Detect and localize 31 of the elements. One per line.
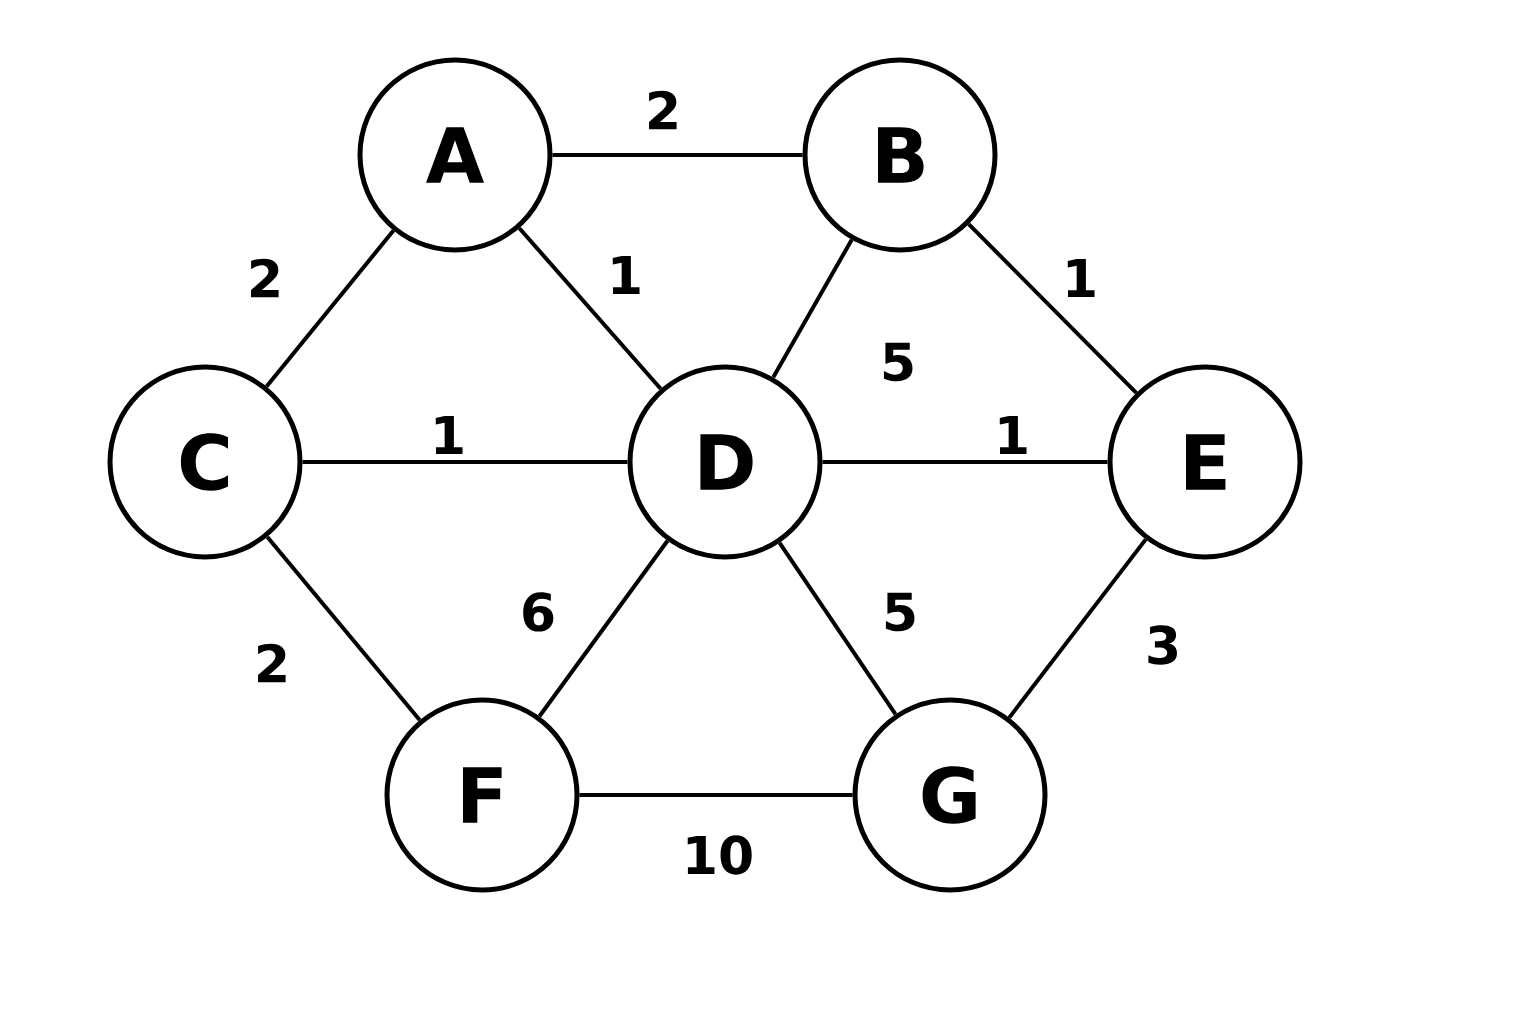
edge-label: 2 <box>642 88 684 132</box>
graph-node: D <box>627 364 823 560</box>
edge-line <box>771 238 854 379</box>
edge-label: 1 <box>1059 257 1101 299</box>
edge-label: 3 <box>1142 623 1184 667</box>
edge-label: 1 <box>991 414 1033 456</box>
graph-node: G <box>852 697 1048 893</box>
graph-node: E <box>1107 364 1303 560</box>
edge-line <box>579 793 853 797</box>
edge-label: 5 <box>879 590 921 634</box>
edge-line <box>537 539 670 718</box>
edge-line <box>517 226 663 391</box>
edge-line <box>265 229 395 388</box>
graph-node: C <box>107 364 303 560</box>
graph-node: F <box>384 697 580 893</box>
graph-node: B <box>802 57 998 253</box>
edge-label: 2 <box>251 641 293 685</box>
edge-line <box>777 541 898 716</box>
edge-line <box>1007 538 1148 719</box>
edge-label: 1 <box>604 254 646 296</box>
edge-label: 6 <box>517 590 559 634</box>
edge-line <box>967 222 1138 395</box>
edge-label: 2 <box>244 256 286 300</box>
edge-line <box>552 153 803 157</box>
edge-line <box>302 460 628 464</box>
edge-label: 10 <box>679 833 757 877</box>
graph-node: A <box>357 57 553 253</box>
edge-label: 1 <box>427 414 469 456</box>
edge-label: 5 <box>877 340 919 384</box>
edge-line <box>822 460 1108 464</box>
edge-line <box>265 535 422 722</box>
